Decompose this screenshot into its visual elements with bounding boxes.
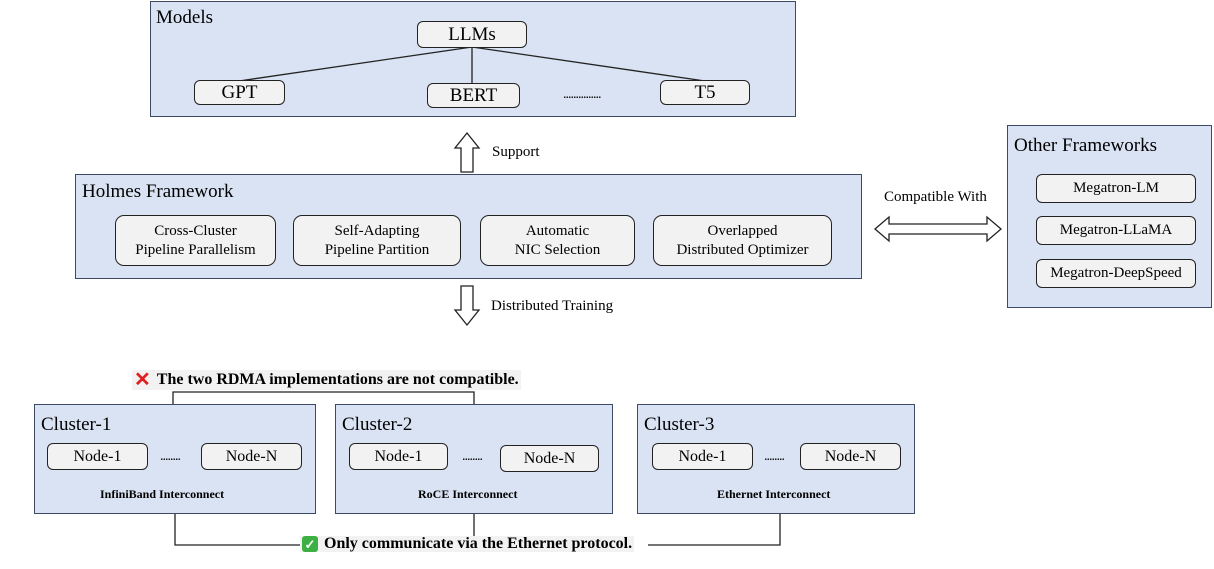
feature-line: Cross-Cluster bbox=[154, 222, 237, 239]
cluster-2-node-last: Node-N bbox=[500, 445, 599, 472]
cluster-3-node-first: Node-1 bbox=[652, 443, 753, 470]
ethernet-note-text: Only communicate via the Ethernet protoc… bbox=[324, 535, 633, 552]
other-frameworks-title: Other Frameworks bbox=[1014, 135, 1157, 156]
holmes-title: Holmes Framework bbox=[82, 181, 234, 202]
cluster-1-dots: ........ bbox=[160, 449, 181, 464]
bert-node: BERT bbox=[427, 83, 520, 108]
feature-overlapped-optimizer: Overlapped Distributed Optimizer bbox=[653, 215, 832, 266]
down-arrow-icon bbox=[453, 285, 481, 327]
check-icon: ✓ bbox=[302, 536, 318, 552]
cluster-1-title: Cluster-1 bbox=[41, 414, 112, 435]
feature-self-adapting: Self-Adapting Pipeline Partition bbox=[293, 215, 461, 266]
distributed-training-label: Distributed Training bbox=[491, 298, 614, 314]
cluster-3-dots: ........ bbox=[764, 449, 785, 464]
feature-line: Automatic bbox=[525, 222, 590, 239]
cluster-2-node-first: Node-1 bbox=[349, 443, 448, 470]
double-arrow-icon bbox=[874, 215, 1002, 243]
megatron-lm-node: Megatron-LM bbox=[1036, 174, 1196, 203]
feature-cross-cluster: Cross-Cluster Pipeline Parallelism bbox=[115, 215, 276, 266]
cluster-2-interconnect: RoCE Interconnect bbox=[418, 487, 518, 501]
feature-line: Self-Adapting bbox=[334, 222, 420, 239]
megatron-deepspeed-node: Megatron-DeepSpeed bbox=[1036, 259, 1196, 288]
cluster-3-title: Cluster-3 bbox=[644, 414, 715, 435]
gpt-node: GPT bbox=[194, 80, 285, 105]
megatron-llama-node: Megatron-LLaMA bbox=[1036, 216, 1196, 245]
cluster-2-dots: ........ bbox=[462, 449, 483, 464]
cross-icon: ✕ bbox=[134, 369, 151, 391]
feature-line: Pipeline Parallelism bbox=[135, 241, 256, 258]
feature-automatic-nic: Automatic NIC Selection bbox=[480, 215, 635, 266]
cluster-1-interconnect: InfiniBand Interconnect bbox=[100, 487, 225, 501]
cluster-2-title: Cluster-2 bbox=[342, 414, 413, 435]
rdma-incompatible-note: ✕ The two RDMA implementations are not c… bbox=[132, 370, 521, 390]
llms-node: LLMs bbox=[417, 21, 527, 48]
models-ellipsis: ............... bbox=[563, 87, 601, 102]
feature-line: NIC Selection bbox=[514, 241, 601, 258]
models-title: Models bbox=[156, 7, 213, 28]
cluster-1-node-first: Node-1 bbox=[47, 443, 148, 470]
cluster-3-interconnect: Ethernet Interconnect bbox=[717, 487, 831, 501]
feature-line: Pipeline Partition bbox=[324, 241, 430, 258]
t5-node: T5 bbox=[660, 80, 750, 105]
up-arrow-icon bbox=[453, 131, 481, 173]
feature-line: Overlapped bbox=[707, 222, 778, 239]
compatible-label: Compatible With bbox=[884, 189, 987, 205]
support-label: Support bbox=[492, 144, 540, 160]
ethernet-note: ✓ Only communicate via the Ethernet prot… bbox=[300, 535, 635, 552]
cluster-3-node-last: Node-N bbox=[800, 443, 901, 470]
cluster-1-node-last: Node-N bbox=[201, 443, 302, 470]
feature-line: Distributed Optimizer bbox=[676, 241, 809, 258]
rdma-note-text: The two RDMA implementations are not com… bbox=[156, 371, 519, 388]
